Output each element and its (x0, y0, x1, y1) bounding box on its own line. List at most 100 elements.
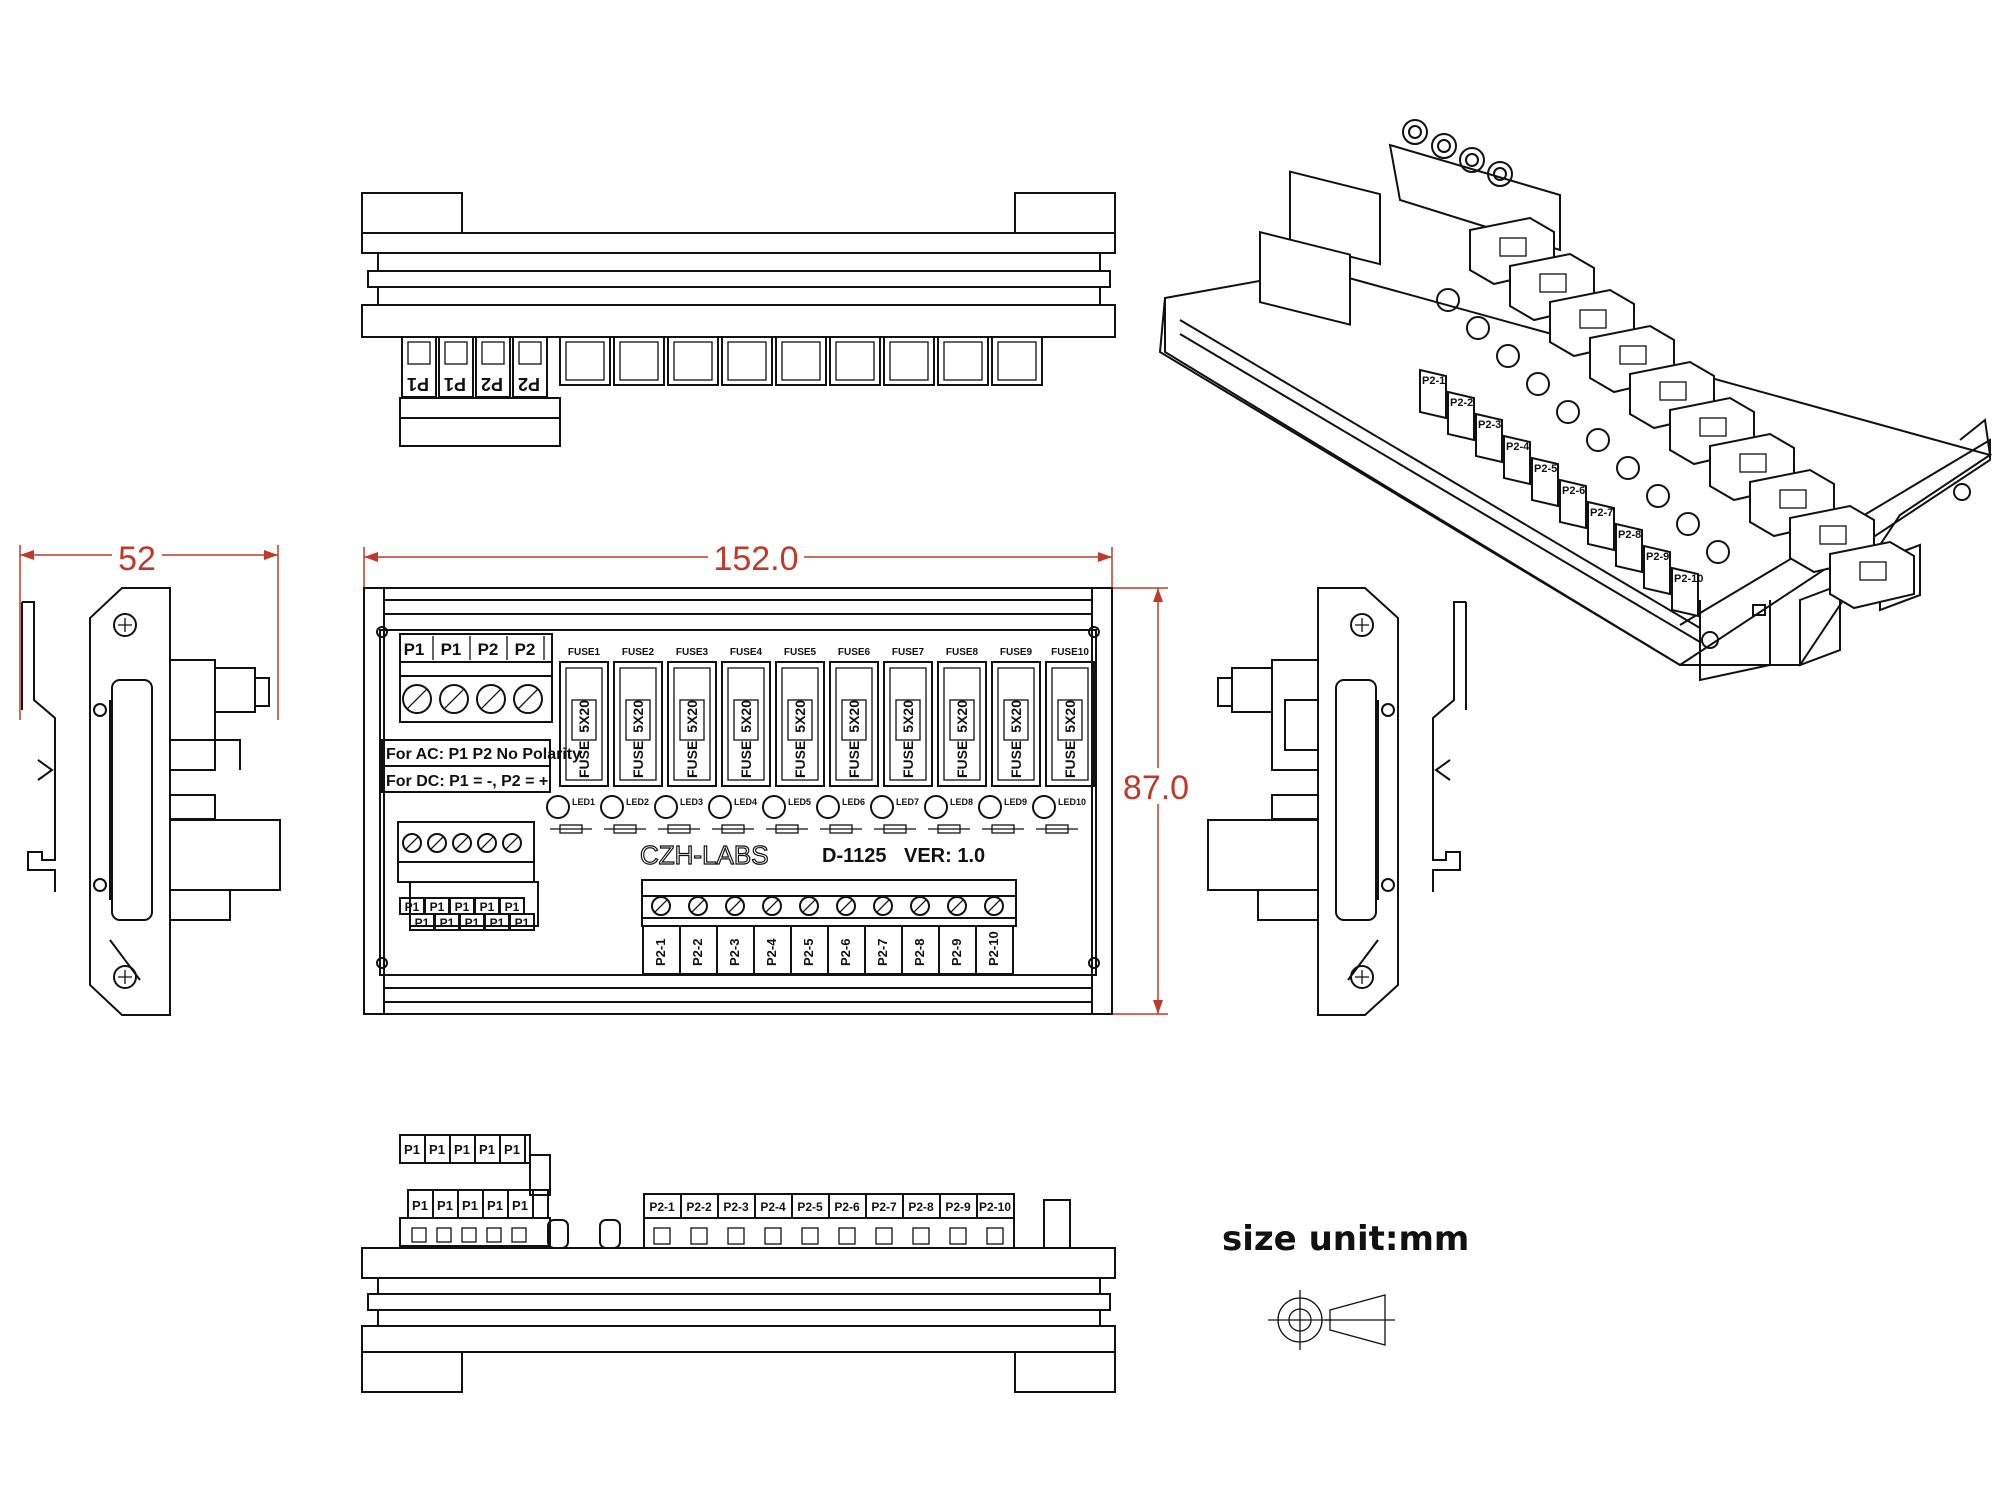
bottom-p1-label: P1 (404, 1142, 420, 1157)
output-terminal: P2-8 (901, 896, 940, 975)
bottom-p1-label: P1 (454, 1142, 470, 1157)
iso-led (1526, 372, 1550, 396)
fuse-text-label: FUSE (846, 741, 862, 778)
fuse-size-label: 5X20 (792, 700, 808, 733)
top-fuse-block (883, 336, 935, 386)
bottom-p1-label: P1 (412, 1198, 428, 1213)
output-terminal: P2-10 (975, 896, 1014, 975)
bottom-p1-label: P1 (504, 1142, 520, 1157)
power-terminal-label: P2 (478, 640, 499, 659)
iso-output-label: P2-7 (1590, 507, 1613, 519)
iso-led (1556, 400, 1580, 424)
p1-terminal-label: P1 (415, 916, 430, 930)
top-fuse-block (991, 336, 1043, 386)
iso-output-label: P2-3 (1478, 419, 1501, 431)
fuse-text-label: FUSE (954, 741, 970, 778)
fuse-text-label: FUSE (738, 741, 754, 778)
top-view: P1 P1 P2 P2 (361, 192, 1116, 447)
top-view-terminal-labels: P1 P1 P2 P2 (407, 374, 540, 394)
bottom-p1-label: P1 (479, 1142, 495, 1157)
p1-terminal-label: P1 (480, 900, 495, 914)
fuse-text-label: FUSE (576, 741, 592, 778)
fuse-size-label: 5X20 (738, 700, 754, 733)
led-indicator: LED6 (816, 795, 865, 834)
height-dimension-label: 87.0 (1123, 769, 1189, 807)
fuse-text-label: FUSE (1008, 741, 1024, 778)
left-side-view (21, 587, 281, 1016)
led-indicator: LED5 (762, 795, 811, 834)
fuse-text-label: FUSE (1062, 741, 1078, 778)
led-label: LED5 (788, 797, 811, 807)
iso-output-terminal: P2-9 (1643, 544, 1671, 596)
top-fuse-block (829, 336, 881, 386)
p1-terminal-label: P1 (490, 916, 505, 930)
iso-led (1706, 540, 1730, 564)
top-fuse-block (775, 336, 827, 386)
top-terminal-label: P1 (444, 374, 466, 394)
unit-label: size unit:mm (1222, 1219, 1469, 1259)
dc-polarity-note: For DC: P1 = -, P2 = + (386, 773, 548, 790)
iso-output-terminal: P2-2 (1447, 390, 1475, 442)
p1-terminal-label: P1 (465, 916, 480, 930)
fuse-size-label: 5X20 (630, 700, 646, 733)
fuse-holders: FUSE15X20FUSEFUSE25X20FUSEFUSE35X20FUSEF… (559, 647, 1095, 787)
led-indicator: LED2 (600, 795, 649, 834)
output-terminal-label: P2-1 (653, 939, 668, 966)
p1-terminal-label: P1 (430, 900, 445, 914)
bottom-output-label: P2-10 (979, 1200, 1011, 1214)
fuse-label: FUSE4 (730, 647, 763, 658)
bottom-output-label: P2-1 (649, 1200, 675, 1214)
output-terminal: P2-1 (642, 896, 681, 975)
fuse-label: FUSE9 (1000, 647, 1033, 658)
bottom-p1-label: P1 (487, 1198, 503, 1213)
top-fuse-block (667, 336, 719, 386)
fuse-label: FUSE6 (838, 647, 871, 658)
iso-led (1676, 512, 1700, 536)
model-label: D-1125 (822, 845, 887, 867)
p1-terminal-label: P1 (515, 916, 530, 930)
iso-output-terminal: P2-4 (1503, 434, 1531, 486)
fuse-label: FUSE5 (784, 647, 817, 658)
dimension-length: 152.0 (363, 537, 1113, 590)
iso-led (1586, 428, 1610, 452)
fuse-text-label: FUSE (792, 741, 808, 778)
top-fuse-block (721, 336, 773, 386)
bottom-p1-label: P1 (429, 1142, 445, 1157)
led-indicator: LED9 (978, 795, 1027, 834)
output-terminal-label: P2-10 (986, 931, 1001, 966)
dimension-width: 52 (19, 535, 279, 720)
fuse-size-label: 5X20 (684, 700, 700, 733)
bottom-p1-label: P1 (512, 1198, 528, 1213)
iso-output-label: P2-5 (1534, 463, 1557, 475)
fuse-label: FUSE1 (568, 647, 601, 658)
iso-output-terminal: P2-1 (1419, 368, 1447, 420)
ac-polarity-note: For AC: P1 P2 No Polarity (386, 746, 581, 763)
iso-output-label: P2-8 (1618, 529, 1641, 541)
iso-output-label: P2-6 (1562, 485, 1585, 497)
iso-led (1496, 344, 1520, 368)
fuse-text-label: FUSE (900, 741, 916, 778)
bottom-output-label: P2-5 (797, 1200, 823, 1214)
p1-terminal-label: P1 (455, 900, 470, 914)
iso-output-label: P2-9 (1646, 551, 1669, 563)
output-terminal-label: P2-4 (764, 938, 779, 966)
fuse-label: FUSE8 (946, 647, 979, 658)
led-label: LED7 (896, 797, 919, 807)
iso-output-terminal: P2-10 (1671, 566, 1703, 618)
fuse-text-label: FUSE (684, 741, 700, 778)
led-indicator: LED7 (870, 795, 919, 834)
bottom-output-label: P2-8 (908, 1200, 934, 1214)
fuse-size-label: 5X20 (576, 700, 592, 733)
output-terminal-label: P2-5 (801, 939, 816, 966)
bottom-output-label: P2-3 (723, 1200, 749, 1214)
top-terminal-label: P2 (518, 374, 540, 394)
